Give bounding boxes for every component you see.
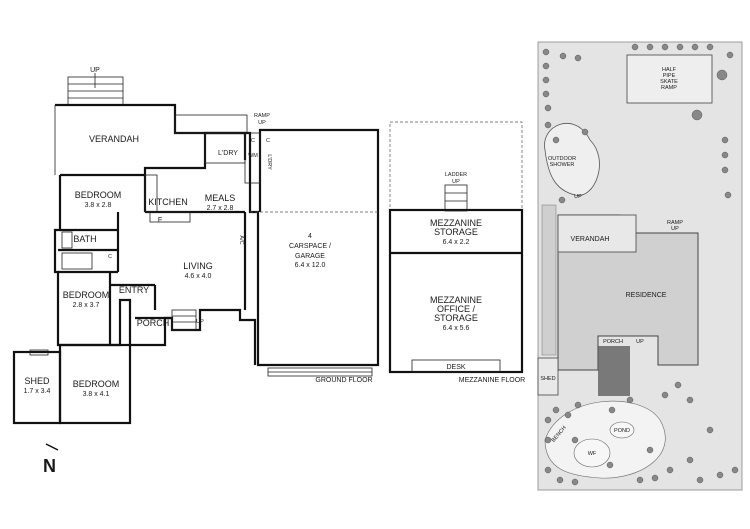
mezz-office-label-c: STORAGE (434, 313, 478, 323)
garage-carspace-label: CARSPACE / (289, 243, 331, 250)
ramp-label: RAMP (254, 113, 270, 119)
site-pond-label: POND (614, 428, 630, 434)
bath-label: BATH (73, 234, 96, 244)
washing-machine-label: WM (248, 153, 258, 159)
north-arrow-icon: N (43, 443, 59, 476)
site-ramp-label: RAMP (667, 220, 683, 226)
shed-outline (12, 350, 62, 425)
bedroom3-dimensions: 3.8 x 4.1 (83, 391, 110, 398)
ground-floor-label: GROUND FLOOR (315, 377, 372, 384)
bedroom3-label: BEDROOM (73, 379, 120, 389)
site-residence-label: RESIDENCE (626, 292, 667, 299)
porch-up-label: UP (196, 319, 204, 325)
garage-label: GARAGE (295, 253, 325, 260)
site-wf-label: WF (588, 451, 597, 457)
site-porch-up-label: UP (636, 339, 644, 345)
laundry-label-a: L'DRY (218, 150, 238, 157)
mezz-storage-dimensions: 6.4 x 2.2 (443, 239, 470, 246)
desk-label: DESK (446, 364, 465, 371)
bedroom2-label: BEDROOM (63, 290, 110, 300)
garage-dimensions: 6.4 x 12.0 (295, 262, 326, 269)
ground-floor-plan (12, 73, 380, 425)
air-conditioner-label: A/C (238, 235, 244, 244)
shed-dimensions: 1.7 x 3.4 (24, 388, 51, 395)
ladder-up-label: UP (452, 179, 460, 185)
site-outdoor-label: OUTDOOR (548, 156, 576, 162)
mezz-office-label-a: MEZZANINE (430, 295, 482, 305)
porch-label: PORCH (137, 318, 170, 328)
north-label: N (43, 456, 56, 476)
top-steps (67, 73, 124, 106)
entry-label: ENTRY (119, 285, 149, 295)
mezz-office-dimensions: 6.4 x 5.6 (443, 325, 470, 332)
living-label: LIVING (183, 261, 213, 271)
mezzanine-plan (388, 121, 524, 374)
verandah-label: VERANDAH (89, 134, 139, 144)
site-skate-label: SKATE (660, 79, 678, 85)
garage-carspace-count: 4 (308, 233, 312, 240)
site-half-label: HALF (662, 67, 677, 73)
laundry-label-b: L'DRY (266, 154, 272, 170)
mezzanine-floor-label: MEZZANINE FLOOR (459, 377, 526, 384)
ramp-up-label: UP (258, 120, 266, 126)
meals-label: MEALS (205, 193, 236, 203)
site-shed-label: SHED (540, 376, 555, 382)
ladder-label: LADDER (445, 172, 467, 178)
living-dimensions: 4.6 x 4.0 (185, 273, 212, 280)
bedroom1-label: BEDROOM (75, 190, 122, 200)
bedroom1-dimensions: 3.8 x 2.8 (85, 202, 112, 209)
mezz-storage-label-a: MEZZANINE (430, 218, 482, 228)
cupboard-label-1: C (251, 138, 255, 144)
site-plan (537, 41, 743, 491)
mezz-storage-label-b: STORAGE (434, 227, 478, 237)
site-verandah-label: VERANDAH (571, 236, 610, 243)
site-porch-label: PORCH (603, 339, 623, 345)
site-trees (542, 43, 739, 486)
meals-dimensions: 2.7 x 2.8 (207, 205, 234, 212)
site-up-label: UP (574, 194, 582, 200)
ramp-outline (174, 114, 248, 134)
bedroom2-dimensions: 2.8 x 3.7 (73, 302, 100, 309)
site-shower-label: SHOWER (550, 162, 575, 168)
kitchen-label: KITCHEN (148, 197, 188, 207)
site-pipe-label: PIPE (663, 73, 676, 79)
shed-label: SHED (24, 376, 50, 386)
site-skate-ramp-label: RAMP (661, 85, 677, 91)
fridge-label: F (158, 217, 162, 224)
site-ramp-up-label: UP (671, 226, 679, 232)
top-steps-up-label: UP (90, 67, 100, 74)
cupboard-label-2: C (266, 138, 270, 144)
cupboard-label-3: C (108, 254, 112, 260)
mezz-office-label-b: OFFICE / (437, 304, 475, 314)
